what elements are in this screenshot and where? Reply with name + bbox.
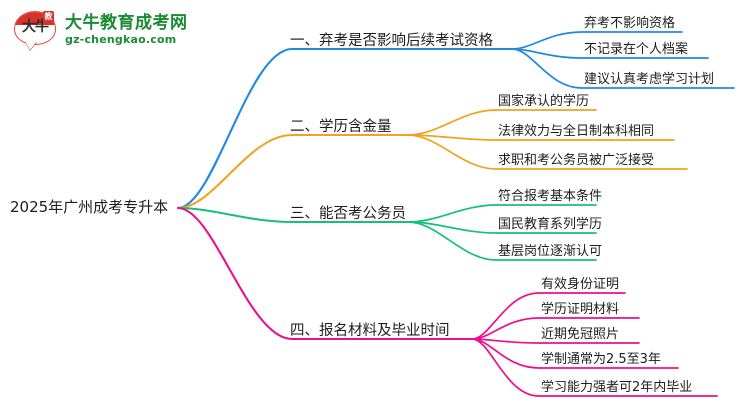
connector-path <box>176 206 410 224</box>
site-logo: 大牛 教 大牛教育成考网 gz-chengkao.com <box>12 6 202 54</box>
bubble-tail-icon <box>25 41 37 50</box>
mindmap-leaf[interactable]: 不记录在个人档案 <box>584 42 689 57</box>
logo-title: 大牛教育成考网 <box>65 13 188 33</box>
mindmap-topic-3[interactable]: 三、能否考公务员 <box>290 206 406 222</box>
mindmap-leaf[interactable]: 建议认真考虑学习计划 <box>584 72 715 87</box>
mindmap-leaf[interactable]: 国民教育系列学历 <box>498 217 603 232</box>
mindmap-leaf[interactable]: 有效身份证明 <box>541 277 620 292</box>
mindmap-leaf[interactable]: 求职和考公务员被广泛接受 <box>498 153 655 168</box>
connector-path <box>511 48 735 89</box>
logo-mark-badge: 教 <box>43 11 54 23</box>
connector-path <box>176 133 410 210</box>
mindmap-topic-2[interactable]: 二、学历含金量 <box>290 119 392 135</box>
mindmap-leaf[interactable]: 符合报考基本条件 <box>498 189 603 204</box>
mindmap-leaf[interactable]: 学习能力强者可2年内毕业 <box>541 380 693 395</box>
mindmap-leaf[interactable]: 弃考不影响资格 <box>584 16 676 31</box>
connector-path <box>407 204 597 223</box>
connector-path <box>176 206 474 341</box>
mindmap-leaf[interactable]: 近期免冠照片 <box>541 327 620 342</box>
mindmap-leaf[interactable]: 学历证明材料 <box>541 302 620 317</box>
connector-path <box>471 292 626 340</box>
connector-path <box>407 109 597 136</box>
mindmap-leaf[interactable]: 学制通常为2.5至3年 <box>541 352 661 367</box>
mindmap-leaf[interactable]: 基层岗位逐渐认可 <box>498 244 603 259</box>
connector-path <box>511 31 683 50</box>
logo-mark-icon: 大牛 教 <box>12 8 58 52</box>
mindmap-leaf[interactable]: 国家承认的学历 <box>498 94 590 109</box>
logo-subtitle: gz-chengkao.com <box>65 33 177 46</box>
connector-path <box>176 47 514 210</box>
connector-path <box>407 221 597 261</box>
connector-path <box>407 221 597 234</box>
logo-wordmark: 大牛教育成考网 gz-chengkao.com <box>65 13 188 47</box>
connector-path <box>511 48 709 59</box>
mindmap-topic-1[interactable]: 一、弃考是否影响后续考试资格 <box>290 33 493 49</box>
mindmap-topic-4[interactable]: 四、报名材料及毕业时间 <box>290 323 450 339</box>
connector-path <box>471 338 718 397</box>
connector-path <box>407 134 675 141</box>
connector-path <box>471 317 640 340</box>
connector-path <box>407 134 688 170</box>
logo-mark-text: 大牛 <box>22 19 49 35</box>
mindmap-root-node[interactable]: 2025年广州成考专升本 <box>10 198 169 216</box>
mindmap-leaf[interactable]: 法律效力与全日制本科相同 <box>498 124 655 139</box>
